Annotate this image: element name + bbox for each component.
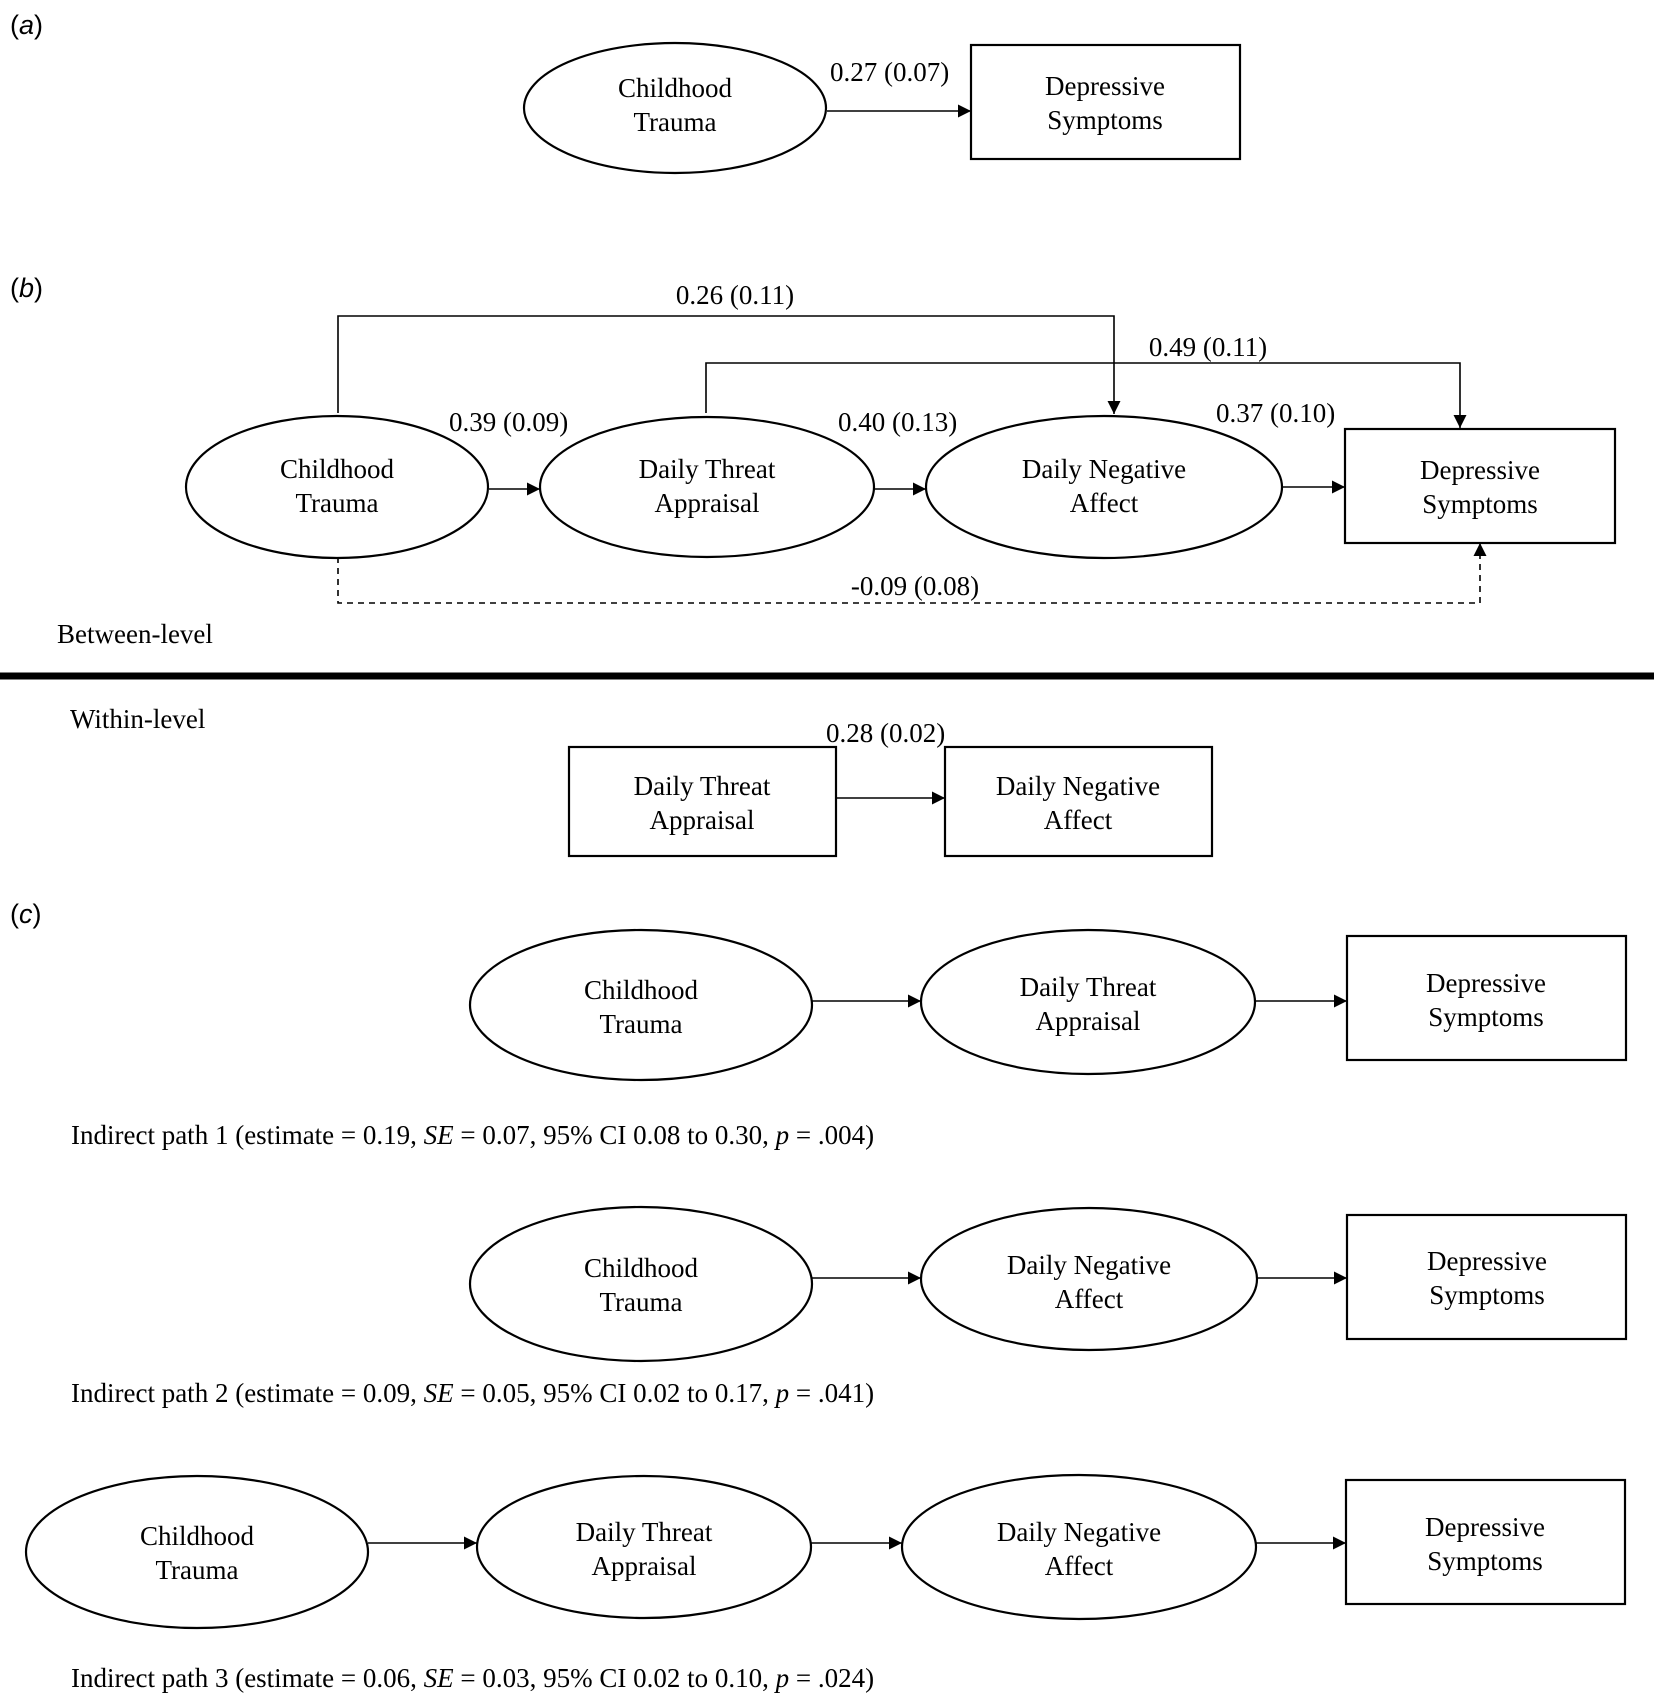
c3-node-childhood-trauma: Childhood Trauma: [24, 1474, 370, 1630]
c2-depressive-line2: Symptoms: [1429, 1280, 1545, 1310]
c1-depressive-line2: Symptoms: [1428, 1002, 1544, 1032]
c3-childhood-trauma-line2: Trauma: [155, 1555, 238, 1585]
b-coef-threat-dep: 0.49 (0.11): [1149, 332, 1267, 362]
between-level-label: Between-level: [57, 619, 213, 649]
indirect-path-3-text: Indirect path 3 (estimate = 0.06, SE = 0…: [71, 1663, 874, 1693]
b-coef-ct-neg: 0.26 (0.11): [676, 280, 794, 310]
b-childhood-trauma-line1: Childhood: [280, 454, 395, 484]
indirect-path-2-text: Indirect path 2 (estimate = 0.09, SE = 0…: [71, 1378, 874, 1408]
panel-c-label: (c): [10, 899, 42, 929]
b-node-childhood-trauma: Childhood Trauma: [184, 414, 490, 560]
c1-daily-threat-line1: Daily Threat: [1020, 972, 1157, 1002]
b-node-daily-threat: Daily Threat Appraisal: [538, 415, 876, 559]
within-daily-negative-line1: Daily Negative: [996, 771, 1160, 801]
within-node-daily-threat: Daily Threat Appraisal: [567, 745, 838, 858]
a-depressive-line1: Depressive: [1045, 71, 1165, 101]
c2-daily-negative-line1: Daily Negative: [1007, 1250, 1171, 1280]
b-node-depressive-symptoms: Depressive Symptoms: [1343, 427, 1617, 545]
c3-node-daily-negative: Daily Negative Affect: [900, 1473, 1258, 1621]
c2-node-childhood-trauma: Childhood Trauma: [468, 1205, 814, 1363]
c3-node-depressive-symptoms: Depressive Symptoms: [1344, 1478, 1627, 1606]
b-depressive-line1: Depressive: [1420, 455, 1540, 485]
c3-node-daily-threat: Daily Threat Appraisal: [475, 1474, 813, 1620]
c1-node-depressive-symptoms: Depressive Symptoms: [1345, 934, 1628, 1062]
c1-node-childhood-trauma: Childhood Trauma: [468, 928, 814, 1082]
a-node-depressive-symptoms: Depressive Symptoms: [969, 43, 1242, 161]
a-node-childhood-trauma: Childhood Trauma: [522, 41, 828, 175]
c2-childhood-trauma-line1: Childhood: [584, 1253, 699, 1283]
b-arrow-ct-to-negaffect: [337, 315, 1121, 414]
c1-childhood-trauma-line2: Trauma: [599, 1009, 682, 1039]
c2-node-daily-negative: Daily Negative Affect: [919, 1206, 1259, 1352]
within-daily-threat-line2: Appraisal: [650, 805, 755, 835]
c2-node-depressive-symptoms: Depressive Symptoms: [1345, 1213, 1628, 1341]
b-coef-neg-dep: 0.37 (0.10): [1216, 398, 1335, 428]
c3-daily-threat-line1: Daily Threat: [576, 1517, 713, 1547]
b-coef-ct-threat: 0.39 (0.09): [449, 407, 568, 437]
within-node-daily-negative: Daily Negative Affect: [943, 745, 1214, 858]
a-childhood-trauma-line1: Childhood: [618, 73, 733, 103]
panel-a-label: (a): [10, 10, 43, 40]
within-level-label: Within-level: [70, 704, 205, 734]
within-daily-negative-line2: Affect: [1044, 805, 1113, 835]
b-depressive-line2: Symptoms: [1422, 489, 1538, 519]
b-coef-ct-dep: -0.09 (0.08): [851, 571, 979, 601]
b-childhood-trauma-line2: Trauma: [295, 488, 378, 518]
c1-depressive-line1: Depressive: [1426, 968, 1546, 998]
b-daily-negative-line1: Daily Negative: [1022, 454, 1186, 484]
a-depressive-line2: Symptoms: [1047, 105, 1163, 135]
b-node-daily-negative: Daily Negative Affect: [924, 414, 1284, 560]
c3-depressive-line1: Depressive: [1425, 1512, 1545, 1542]
a-coef-ct-dep: 0.27 (0.07): [830, 57, 949, 87]
c3-daily-threat-line2: Appraisal: [592, 1551, 697, 1581]
c1-childhood-trauma-line1: Childhood: [584, 975, 699, 1005]
b-daily-negative-line2: Affect: [1070, 488, 1139, 518]
within-daily-threat-line1: Daily Threat: [634, 771, 771, 801]
c3-daily-negative-line1: Daily Negative: [997, 1517, 1161, 1547]
c1-node-daily-threat: Daily Threat Appraisal: [919, 928, 1257, 1076]
b-daily-threat-line2: Appraisal: [655, 488, 760, 518]
b-arrow-ct-to-dep-dashed: [337, 543, 1487, 604]
c2-daily-negative-line2: Affect: [1055, 1284, 1124, 1314]
b-coef-threat-neg: 0.40 (0.13): [838, 407, 957, 437]
b-arrow-threat-to-dep: [705, 362, 1467, 428]
c3-daily-negative-line2: Affect: [1045, 1551, 1114, 1581]
c2-childhood-trauma-line2: Trauma: [599, 1287, 682, 1317]
panel-b-label: (b): [10, 273, 43, 303]
c3-childhood-trauma-line1: Childhood: [140, 1521, 255, 1551]
within-coef-threat-neg: 0.28 (0.02): [826, 718, 945, 748]
c2-depressive-line1: Depressive: [1427, 1246, 1547, 1276]
indirect-path-1-text: Indirect path 1 (estimate = 0.19, SE = 0…: [71, 1120, 874, 1150]
a-childhood-trauma-line2: Trauma: [633, 107, 716, 137]
c3-depressive-line2: Symptoms: [1427, 1546, 1543, 1576]
b-daily-threat-line1: Daily Threat: [639, 454, 776, 484]
c1-daily-threat-line2: Appraisal: [1036, 1006, 1141, 1036]
